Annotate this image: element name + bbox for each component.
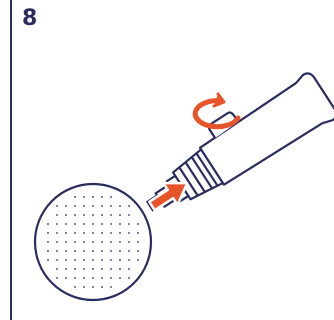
shower-head-icon <box>33 182 153 302</box>
rotate-arrow-icon <box>192 92 241 130</box>
push-arrow-icon <box>148 181 189 212</box>
step-divider-line <box>10 0 12 320</box>
step-number: 8 <box>22 6 38 31</box>
